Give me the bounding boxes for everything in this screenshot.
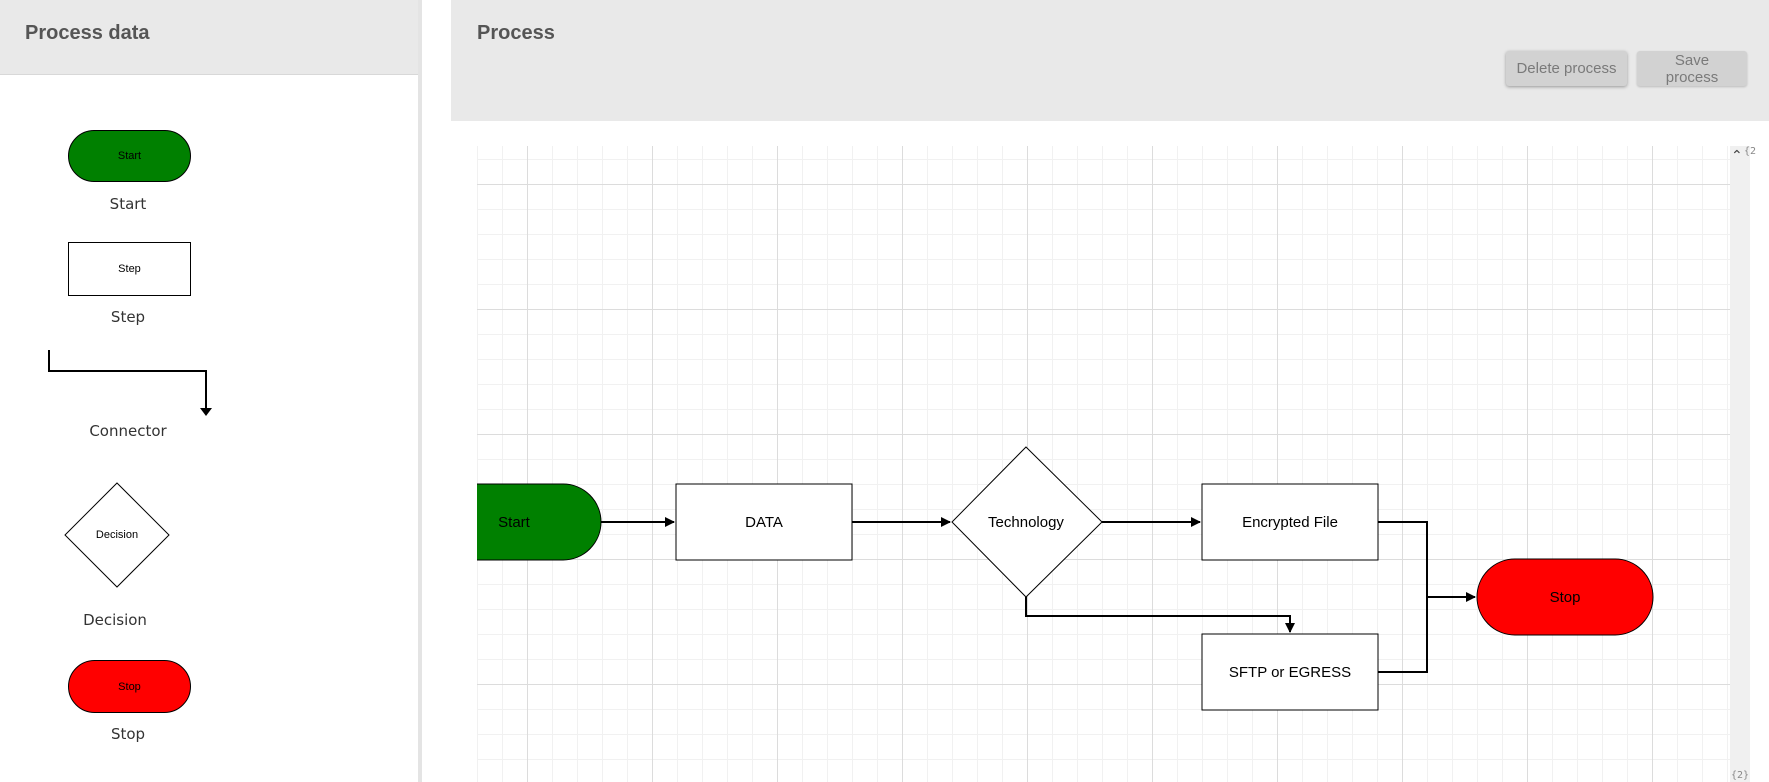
node-sftp[interactable] xyxy=(1201,633,1379,711)
palette-stop-shape[interactable]: Stop xyxy=(68,660,191,713)
node-data-label: DATA xyxy=(745,514,783,531)
node-start[interactable] xyxy=(477,483,602,561)
node-technology[interactable] xyxy=(951,446,1103,598)
node-start-label: Start xyxy=(498,514,531,531)
palette-connector-shape[interactable] xyxy=(46,350,216,420)
connector-encrypted-stop[interactable] xyxy=(1378,521,1476,602)
palette-step-label: Step xyxy=(110,308,146,326)
palette-decision-shape[interactable]: Decision xyxy=(64,482,170,588)
palette-start-shape-text: Start xyxy=(117,150,142,162)
node-technology-label: Technology xyxy=(988,514,1064,531)
node-encrypted-file[interactable] xyxy=(1201,483,1379,561)
canvas-scrollbar[interactable] xyxy=(1730,146,1750,782)
diagram-svg: Start DATA Technology Encrypted File SFT… xyxy=(477,446,1654,711)
palette-decision-shape-text: Decision xyxy=(95,529,139,541)
node-data[interactable] xyxy=(675,483,853,561)
main-header: Process Delete process Save process xyxy=(451,0,1769,121)
palette-step-shape[interactable]: Step xyxy=(68,242,191,296)
connector-technology-sftp[interactable] xyxy=(1025,597,1295,633)
delete-process-button[interactable]: Delete process xyxy=(1506,51,1627,86)
palette-start-label: Start xyxy=(109,195,147,213)
page-title: Process xyxy=(477,22,555,44)
scroll-marker-top: {2 xyxy=(1744,146,1757,157)
sidebar-panel: Process data Start Start Step Step Conne… xyxy=(0,0,422,782)
sidebar-header: Process data xyxy=(0,0,418,75)
palette-stop-label: Stop xyxy=(110,725,146,743)
node-stop[interactable] xyxy=(1476,558,1654,636)
connector-sftp-stop[interactable] xyxy=(1378,597,1428,673)
node-encrypted-file-label: Encrypted File xyxy=(1242,514,1338,531)
palette-decision-label: Decision xyxy=(83,611,147,629)
palette-stop-shape-text: Stop xyxy=(118,680,141,693)
node-stop-label: Stop xyxy=(1550,589,1581,606)
palette-connector-label: Connector xyxy=(89,422,167,440)
scroll-marker-bottom: {2} xyxy=(1731,770,1750,781)
save-process-button[interactable]: Save process xyxy=(1637,51,1747,86)
diagram-canvas[interactable]: Start DATA Technology Encrypted File SFT… xyxy=(477,146,1730,782)
sidebar-title: Process data xyxy=(25,22,150,44)
palette-step-shape-text: Step xyxy=(118,263,141,275)
palette-decision-diamond xyxy=(64,482,170,588)
node-sftp-label: SFTP or EGRESS xyxy=(1229,664,1351,681)
chevron-up-icon[interactable]: ⌃ xyxy=(1731,148,1743,164)
palette-start-shape[interactable]: Start xyxy=(68,130,191,182)
